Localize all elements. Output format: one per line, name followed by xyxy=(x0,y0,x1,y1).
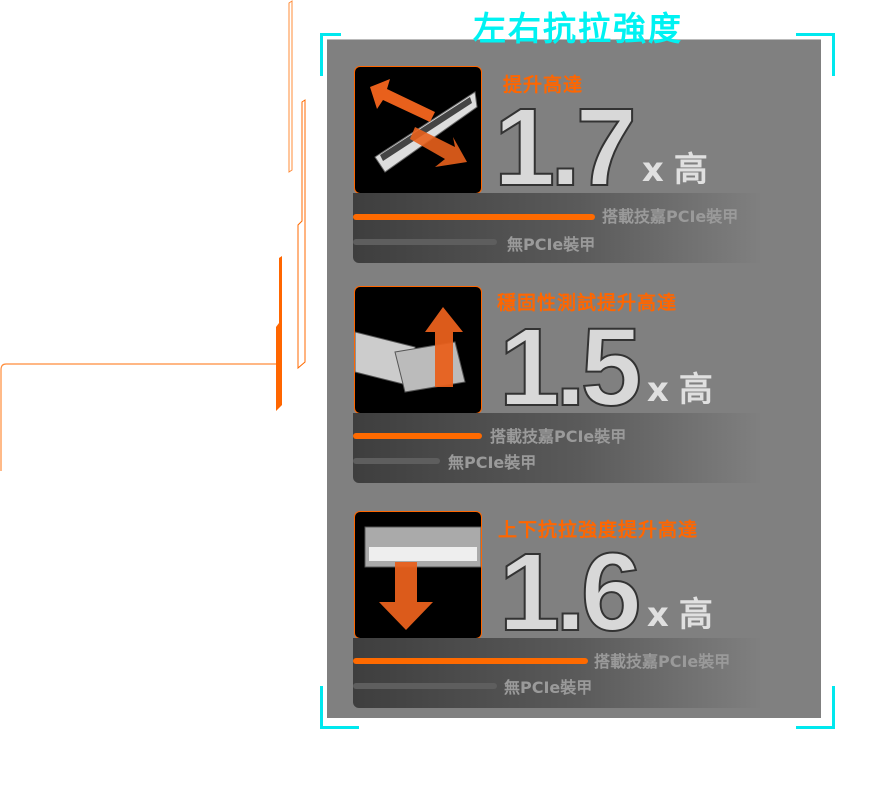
multiplier-value: 1.5 xyxy=(498,306,643,429)
multiplier-x: x xyxy=(646,370,669,410)
downward-pull-icon xyxy=(354,511,482,639)
without-armor-bar xyxy=(353,239,497,245)
with-armor-label: 搭載技嘉PCIe裝甲 xyxy=(602,207,739,226)
without-armor-label: 無PCIe裝甲 xyxy=(448,453,537,472)
corner-bracket-tr xyxy=(796,33,835,76)
with-armor-bar xyxy=(353,214,595,220)
without-armor-bar xyxy=(353,458,440,464)
horizontal-pull-icon xyxy=(354,66,482,194)
without-armor-bar xyxy=(353,683,497,689)
multiplier-suffix: 高 xyxy=(678,595,713,635)
upward-pull-icon xyxy=(354,286,482,414)
multiplier-value: 1.7 xyxy=(493,86,638,209)
without-armor-label: 無PCIe裝甲 xyxy=(504,678,593,697)
with-armor-bar xyxy=(353,658,588,664)
comparison-bars xyxy=(353,638,763,708)
page-title: 左右抗拉強度 xyxy=(473,9,683,48)
multiplier-x: x xyxy=(646,595,669,635)
comparison-bars xyxy=(353,193,763,263)
with-armor-bar xyxy=(353,433,482,439)
multiplier-suffix: 高 xyxy=(678,370,713,410)
corner-bracket-bl xyxy=(320,686,359,729)
card-subtitle: 提升高達 xyxy=(503,74,584,96)
comparison-bars xyxy=(353,413,763,483)
multiplier-x: x xyxy=(641,150,664,190)
corner-bracket-br xyxy=(796,686,835,729)
card-subtitle: 穩固性測試提升高達 xyxy=(497,292,678,314)
card-subtitle: 上下抗拉強度提升高達 xyxy=(498,519,699,541)
without-armor-label: 無PCIe裝甲 xyxy=(507,235,596,254)
with-armor-label: 搭載技嘉PCIe裝甲 xyxy=(490,427,627,446)
corner-bracket-tl xyxy=(320,33,341,76)
multiplier-suffix: 高 xyxy=(673,150,708,190)
with-armor-label: 搭載技嘉PCIe裝甲 xyxy=(594,652,731,671)
multiplier-value: 1.6 xyxy=(498,531,643,654)
